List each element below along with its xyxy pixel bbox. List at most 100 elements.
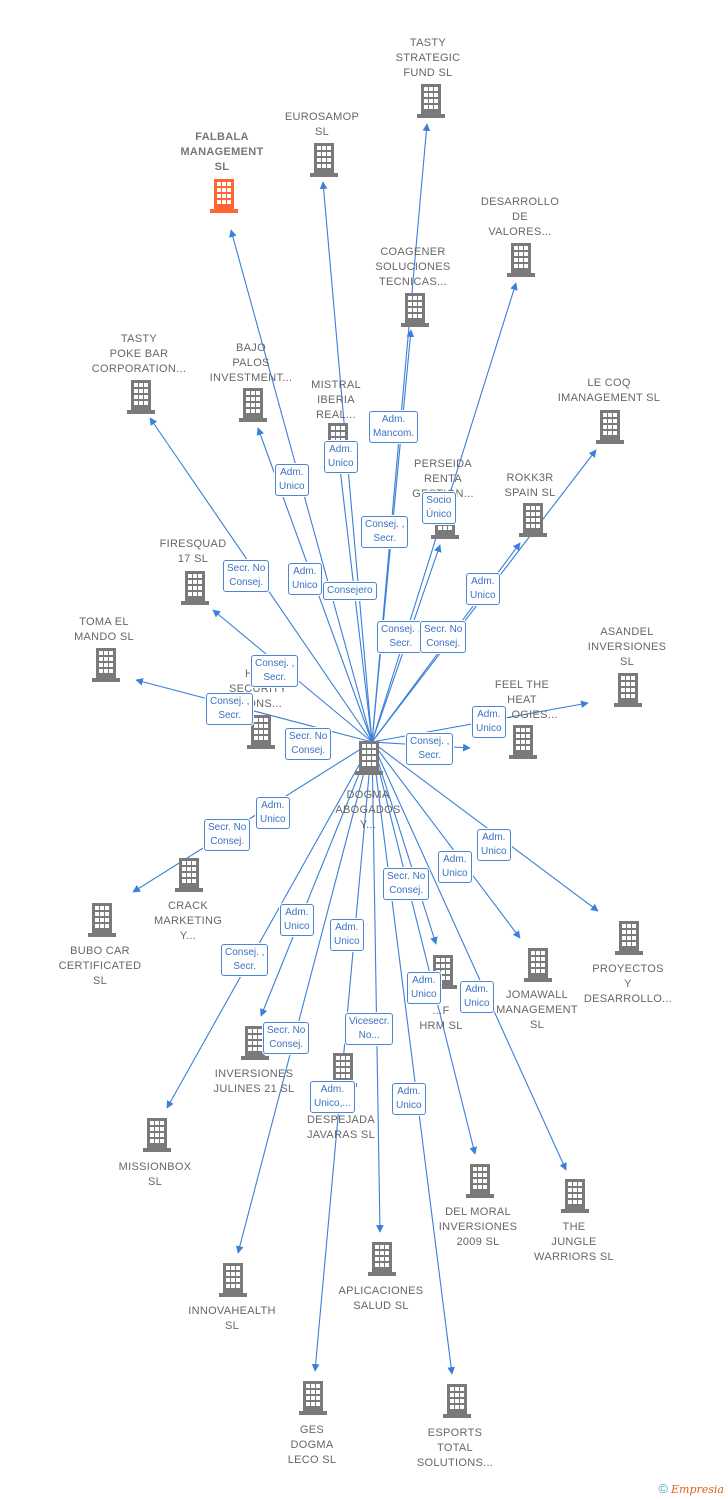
falbala-building-icon[interactable] bbox=[210, 179, 238, 213]
missionbox-label[interactable]: MISSIONBOX SL bbox=[118, 1161, 192, 1188]
del-moral-building-icon[interactable] bbox=[466, 1164, 494, 1198]
edge-role-label[interactable]: Adm. Unico bbox=[288, 563, 322, 595]
bubo-car-building-icon[interactable] bbox=[88, 903, 116, 937]
edge-role-label[interactable]: Adm. Unico bbox=[466, 573, 500, 605]
edge-role-label[interactable]: Adm. Unico bbox=[324, 441, 358, 473]
eurosamop-building-icon[interactable] bbox=[310, 143, 338, 177]
edge-role-label[interactable]: Consej. , Secr. bbox=[251, 655, 299, 687]
edge-to-the-jungle bbox=[371, 741, 567, 1171]
tasty-strategic-building-icon[interactable] bbox=[417, 84, 445, 118]
edge-role-label[interactable]: Adm. Mancom. bbox=[369, 411, 419, 443]
brand-name: Empresia bbox=[671, 1483, 724, 1496]
edge-role-label[interactable]: Consej. , Secr. bbox=[406, 733, 454, 765]
bajo-palos-building-icon[interactable] bbox=[239, 388, 267, 422]
despejada-label[interactable]: DESPEJADA JAVARAS SL bbox=[306, 1114, 376, 1141]
toma-el-mando-building-icon[interactable] bbox=[92, 648, 120, 682]
edge-to-bubo-car bbox=[132, 741, 373, 893]
asandel-label[interactable]: ASANDEL INVERSIONES SL bbox=[587, 626, 667, 668]
desarrollo-valores-building-icon[interactable] bbox=[507, 243, 535, 277]
tasty-poke-label[interactable]: TASTY POKE BAR CORPORATION... bbox=[91, 333, 187, 375]
edge-role-label[interactable]: Adm. Unico bbox=[438, 851, 472, 883]
edge-to-missionbox bbox=[166, 741, 373, 1109]
ges-dogma-building-icon[interactable] bbox=[299, 1381, 327, 1415]
tasty-poke-building-icon[interactable] bbox=[127, 380, 155, 414]
asandel-building-icon[interactable] bbox=[614, 673, 642, 707]
edge-role-label[interactable]: Secr. No Consej. bbox=[263, 1022, 310, 1054]
edge-to-innovahealth bbox=[236, 741, 373, 1254]
jomawall-building-icon[interactable] bbox=[524, 948, 552, 982]
edge-to-inversiones-julines bbox=[260, 741, 373, 1017]
edge-to-toma-el-mando bbox=[135, 678, 373, 743]
tasty-strategic-label[interactable]: TASTY STRATEGIC FUND SL bbox=[395, 37, 461, 79]
del-moral-label[interactable]: DEL MORAL INVERSIONES 2009 SL bbox=[438, 1206, 518, 1248]
innovahealth-building-icon[interactable] bbox=[219, 1263, 247, 1297]
le-coq-building-icon[interactable] bbox=[596, 410, 624, 444]
edge-role-label[interactable]: Secr. No Consej. bbox=[204, 819, 251, 851]
edge-role-label[interactable]: Adm. Unico bbox=[280, 904, 314, 936]
edge-role-label[interactable]: Adm. Unico,... bbox=[310, 1081, 355, 1113]
edge-role-label[interactable]: Consej. , Secr. bbox=[361, 516, 409, 548]
edge-to-hrm bbox=[371, 741, 438, 945]
edge-role-label[interactable]: Consejero bbox=[323, 582, 377, 600]
edge-role-label[interactable]: Secr. No Consej. bbox=[383, 868, 430, 900]
jomawall-label[interactable]: JOMAWALL MANAGEMENT SL bbox=[496, 989, 578, 1031]
edge-to-del-moral bbox=[371, 741, 478, 1155]
edge-to-mistral bbox=[335, 459, 373, 743]
aplicaciones-building-icon[interactable] bbox=[368, 1242, 396, 1276]
coagener-building-icon[interactable] bbox=[401, 293, 429, 327]
edge-to-esports bbox=[371, 741, 455, 1375]
proyectos-building-icon[interactable] bbox=[615, 921, 643, 955]
the-jungle-label[interactable]: THE JUNGLE WARRIORS SL bbox=[534, 1221, 614, 1263]
edge-role-label[interactable]: Consej. , Secr. bbox=[206, 693, 254, 725]
crack-marketing-label[interactable]: CRACK MARKETING Y... bbox=[153, 900, 223, 942]
firesquad-label[interactable]: FIRESQUAD 17 SL bbox=[159, 538, 227, 565]
edge-role-label[interactable]: Adm. Unico bbox=[472, 706, 506, 738]
edge-role-label[interactable]: Adm. Unico bbox=[477, 829, 511, 861]
rokk3r-label[interactable]: ROKK3R SPAIN SL bbox=[504, 472, 556, 499]
edge-role-label[interactable]: Consej. , Secr. bbox=[221, 944, 269, 976]
edge-role-label[interactable]: Secr. No Consej. bbox=[223, 560, 270, 592]
edge-role-label[interactable]: Vicesecr. No... bbox=[345, 1013, 394, 1045]
mistral-label[interactable]: MISTRAL IBERIA REAL... bbox=[311, 379, 361, 421]
copyright-icon: © bbox=[658, 1481, 668, 1496]
eurosamop-label[interactable]: EUROSAMOP SL bbox=[284, 111, 360, 138]
toma-el-mando-label[interactable]: TOMA EL MANDO SL bbox=[74, 616, 134, 643]
edge-role-label[interactable]: Adm. Unico bbox=[256, 797, 290, 829]
edge-role-label[interactable]: Consej. , Secr. bbox=[377, 621, 425, 653]
inversiones-julines-label[interactable]: INVERSIONES JULINES 21 SL bbox=[213, 1068, 295, 1095]
footer-brand[interactable]: © Empresia bbox=[658, 1481, 724, 1496]
bajo-palos-label[interactable]: BAJO PALOS INVESTMENT... bbox=[209, 342, 293, 384]
hrm-label[interactable]: ...F HRM SL bbox=[419, 1005, 463, 1032]
center-dogma-abogados-building-icon[interactable] bbox=[355, 741, 383, 775]
coagener-label[interactable]: COAGENER SOLUCIONES TECNICAS... bbox=[375, 246, 451, 288]
edge-to-aplicaciones bbox=[371, 741, 384, 1233]
ges-dogma-label[interactable]: GES DOGMA LECO SL bbox=[287, 1424, 337, 1466]
feel-the-heat-building-icon[interactable] bbox=[509, 725, 537, 759]
aplicaciones-label[interactable]: APLICACIONES SALUD SL bbox=[338, 1285, 424, 1312]
edge-role-label[interactable]: Adm. Unico bbox=[275, 464, 309, 496]
edge-role-label[interactable]: Socio Único bbox=[422, 492, 456, 524]
crack-marketing-building-icon[interactable] bbox=[175, 858, 203, 892]
edge-role-label[interactable]: Adm. Unico bbox=[392, 1083, 426, 1115]
le-coq-label[interactable]: LE COQ IMANAGEMENT SL bbox=[557, 377, 661, 404]
innovahealth-label[interactable]: INNOVAHEALTH SL bbox=[188, 1305, 276, 1332]
edge-role-label[interactable]: Adm. Unico bbox=[407, 972, 441, 1004]
edge-role-label[interactable]: Secr. No Consej. bbox=[285, 728, 332, 760]
center-dogma-abogados-label[interactable]: DOGMA ABOGADOS Y... bbox=[335, 789, 401, 831]
edges-layer bbox=[132, 123, 599, 1375]
esports-building-icon[interactable] bbox=[443, 1384, 471, 1418]
esports-label[interactable]: ESPORTS TOTAL SOLUTIONS... bbox=[416, 1427, 494, 1469]
firesquad-building-icon[interactable] bbox=[181, 571, 209, 605]
edge-role-label[interactable]: Secr. No Consej. bbox=[420, 621, 467, 653]
edge-role-label[interactable]: Adm. Unico bbox=[460, 981, 494, 1013]
edge-to-proyectos bbox=[371, 741, 599, 912]
rokk3r-building-icon[interactable] bbox=[519, 503, 547, 537]
missionbox-building-icon[interactable] bbox=[143, 1118, 171, 1152]
edge-role-label[interactable]: Adm. Unico bbox=[330, 919, 364, 951]
proyectos-label[interactable]: PROYECTOS Y DESARROLLO... bbox=[583, 963, 673, 1005]
bubo-car-label[interactable]: BUBO CAR CERTIFICATED SL bbox=[58, 945, 142, 987]
the-jungle-building-icon[interactable] bbox=[561, 1179, 589, 1213]
desarrollo-valores-label[interactable]: DESARROLLO DE VALORES... bbox=[480, 196, 560, 238]
falbala-label[interactable]: FALBALA MANAGEMENT SL bbox=[180, 131, 264, 173]
